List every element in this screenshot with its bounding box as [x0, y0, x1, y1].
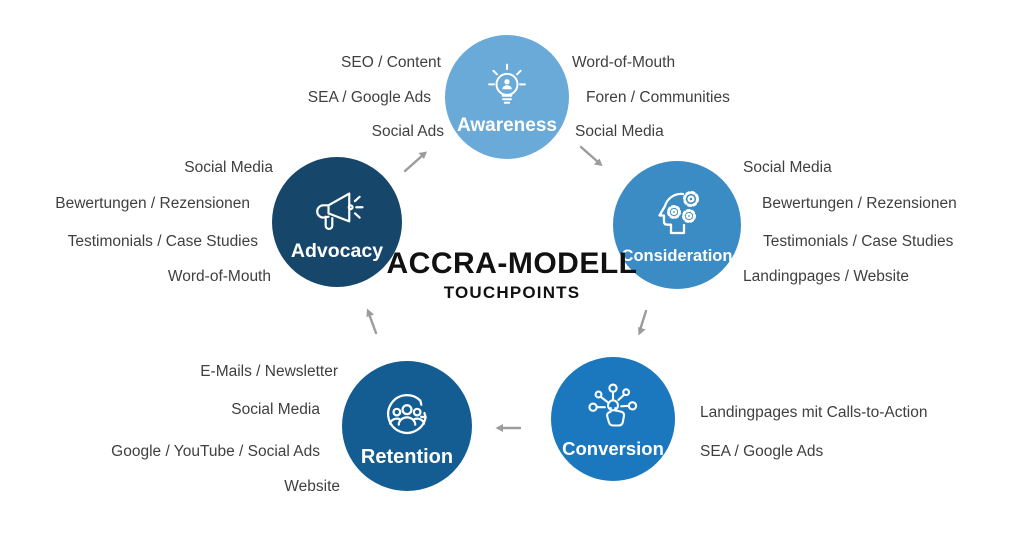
node-consideration: Consideration [613, 161, 741, 289]
arrow-awareness-to-consideration-icon [579, 145, 603, 166]
node-conversion: Conversion [551, 357, 675, 481]
node-awareness: Awareness [445, 35, 569, 159]
diagram-title: ACCRA-MODELL [386, 247, 638, 280]
diagram-title-block: ACCRA-MODELL TOUCHPOINTS [387, 247, 638, 303]
touchpoint-label: SEO / Content [341, 54, 441, 71]
touchpoint-label: Landingpages mit Calls-to-Action [700, 404, 928, 421]
touchpoint-label: Google / YouTube / Social Ads [111, 443, 320, 460]
touchpoint-label: Social Media [231, 401, 320, 418]
node-conversion-label: Conversion [562, 437, 664, 459]
touchpoint-label: Bewertungen / Rezensionen [55, 195, 250, 212]
touchpoint-label: Social Ads [371, 123, 444, 140]
click-network-icon [584, 380, 642, 438]
touchpoint-label: Testimonials / Case Studies [67, 233, 258, 250]
node-retention-label: Retention [360, 446, 454, 468]
arrow-conversion-to-retention-icon [495, 424, 522, 432]
arrow-retention-to-advocacy-icon [366, 308, 378, 335]
arrow-advocacy-to-awareness-icon [403, 151, 427, 173]
touchpoint-label: Landingpages / Website [743, 268, 910, 285]
touchpoint-label: SEA / Google Ads [307, 89, 431, 106]
touchpoint-label: Testimonials / Case Studies [763, 233, 954, 250]
touchpoint-label: Word-of-Mouth [572, 54, 676, 71]
touchpoint-label: Social Media [184, 159, 273, 176]
arrow-consideration-to-conversion-icon [638, 309, 648, 336]
people-cycle-icon [376, 385, 438, 445]
touchpoint-label: E-Mails / Newsletter [200, 363, 338, 380]
touchpoint-label: Social Media [743, 159, 832, 176]
touchpoint-label: Website [284, 478, 340, 495]
touchpoint-label: Foren / Communities [586, 89, 730, 106]
node-consideration-label: Consideration [621, 246, 733, 265]
node-advocacy: Advocacy [272, 157, 402, 287]
node-awareness-label: Awareness [457, 114, 557, 136]
touchpoint-label: Social Media [575, 123, 664, 140]
node-retention: Retention [342, 361, 472, 491]
lightbulb-person-icon [479, 60, 535, 114]
head-gears-icon [645, 186, 709, 246]
megaphone-icon [304, 182, 370, 240]
touchpoint-label: Bewertungen / Rezensionen [762, 195, 957, 212]
node-advocacy-label: Advocacy [290, 240, 384, 263]
diagram-subtitle: TOUCHPOINTS [443, 283, 581, 302]
touchpoint-label: Word-of-Mouth [167, 268, 271, 285]
touchpoint-label: SEA / Google Ads [700, 443, 824, 460]
